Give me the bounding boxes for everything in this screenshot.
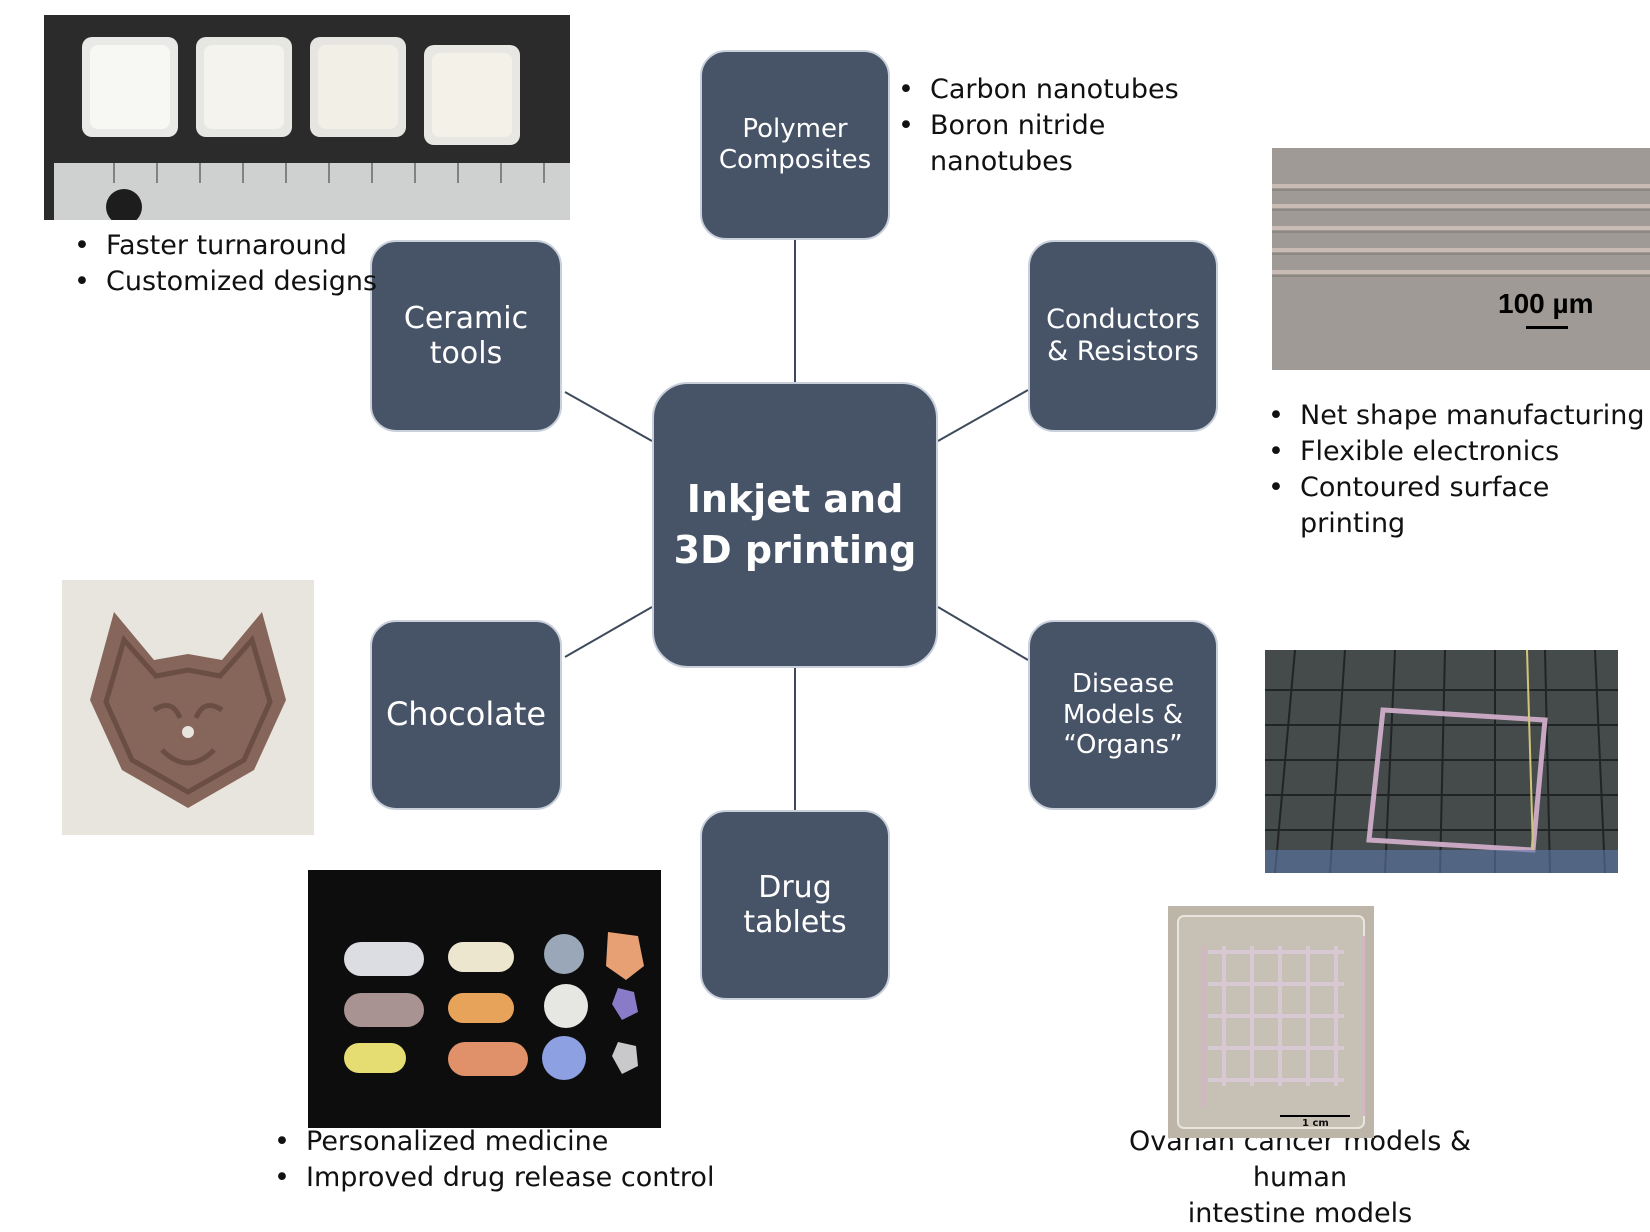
bullet-item: Improved drug release control — [262, 1160, 714, 1196]
node-disease-line-2: Models & — [1062, 699, 1184, 730]
node-ceramic-line-1: Ceramic — [403, 300, 529, 336]
node-conductors-line-1: Conductors — [1046, 304, 1200, 336]
photo-grid-model — [1168, 906, 1374, 1138]
node-conductors-line-2: & Resistors — [1047, 336, 1199, 367]
link-conductors — [937, 389, 1029, 442]
node-drug-line-1: Drug — [758, 869, 832, 905]
node-drug-tablets: Drug tablets — [700, 810, 890, 1000]
photo-ceramic-tiles — [44, 15, 570, 220]
node-polymer-line-1: Polymer — [742, 114, 848, 145]
node-ceramic-line-2: tools — [429, 336, 503, 371]
bullet-item: Faster turnaround — [62, 228, 377, 264]
scale-label-100um: 100 µm — [1498, 288, 1594, 319]
bullets-conductors: Net shape manufacturing Flexible electro… — [1256, 398, 1650, 542]
scale-label-1cm: 1 cm — [1302, 1118, 1329, 1129]
bullet-item: Carbon nanotubes — [886, 72, 1179, 108]
bullet-item: Customized designs — [62, 264, 377, 300]
scale-bar-100um — [1526, 326, 1568, 329]
bullet-continuation: nanotubes — [930, 146, 1073, 177]
node-chocolate: Chocolate — [370, 620, 562, 810]
bullet-item: Net shape manufacturing — [1256, 398, 1650, 434]
node-conductors-resistors: Conductors & Resistors — [1028, 240, 1218, 432]
node-disease-line-3: “Organs” — [1063, 730, 1183, 761]
photo-chocolate-husky — [62, 580, 314, 835]
link-chocolate — [564, 606, 653, 658]
node-drug-line-2: tablets — [743, 905, 847, 940]
bullet-item: Boron nitride — [886, 108, 1179, 144]
bullets-ceramic: Faster turnaround Customized designs — [62, 228, 377, 300]
photo-conductor-lines — [1272, 148, 1650, 370]
node-disease-line-1: Disease — [1071, 668, 1175, 699]
bullet-item: Contoured surface printing — [1256, 470, 1650, 542]
bullets-polymer: Carbon nanotubes Boron nitride — [886, 72, 1179, 144]
scale-bar-1cm — [1280, 1115, 1350, 1117]
center-line-1: Inkjet and — [686, 476, 904, 521]
node-ceramic-tools: Ceramic tools — [370, 240, 562, 432]
organs-caption-line-2: intestine models — [1187, 1198, 1413, 1229]
photo-disease-model-chip — [1265, 650, 1618, 873]
center-node: Inkjet and 3D printing — [652, 382, 938, 668]
bullets-drug: Personalized medicine Improved drug rele… — [262, 1124, 714, 1196]
node-disease-models: Disease Models & “Organs” — [1028, 620, 1218, 810]
center-line-2: 3D printing — [673, 528, 917, 572]
photo-drug-tablets — [308, 870, 661, 1128]
bullet-item: Flexible electronics — [1256, 434, 1650, 470]
organs-caption: Ovarian cancer models & human intestine … — [1080, 1124, 1520, 1232]
node-polymer-line-2: Composites — [718, 145, 872, 175]
link-disease — [937, 606, 1029, 661]
link-ceramic — [564, 391, 653, 442]
node-polymer-composites: Polymer Composites — [700, 50, 890, 240]
node-chocolate-line-1: Chocolate — [385, 695, 547, 734]
bullet-item: Personalized medicine — [262, 1124, 714, 1160]
